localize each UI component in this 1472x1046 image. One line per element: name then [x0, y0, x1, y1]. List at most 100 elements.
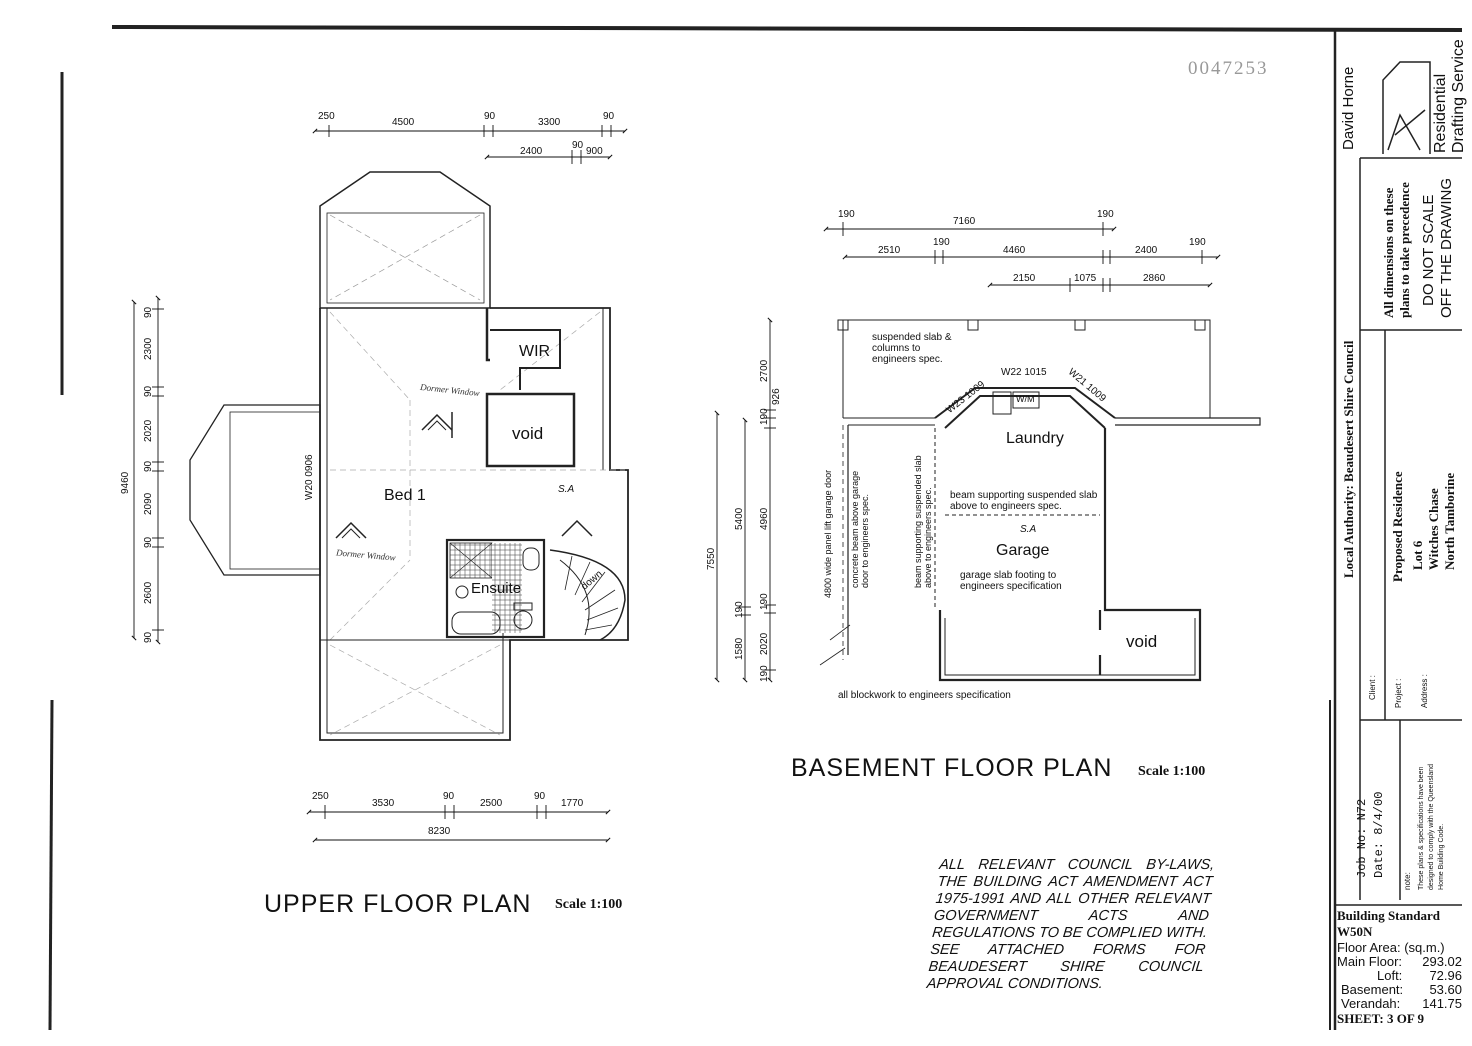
address-label: Address :: [1420, 674, 1429, 708]
do-not-scale-1: DO NOT SCALE: [1420, 194, 1437, 306]
base-dim-r2-4: 2400: [1135, 245, 1158, 256]
upper-dim-bottom-6: 1770: [561, 798, 584, 809]
base-dim-r2-3: 4460: [1003, 245, 1026, 256]
note-concrete-beam: concrete beam above garage door to engin…: [850, 470, 870, 588]
sheet-borders: [48, 25, 1463, 1031]
base-dim-r1-3: 190: [1097, 209, 1114, 220]
note-garage-door: 4800 wide panel lift garage door: [823, 469, 833, 598]
base-dim-inner-4: 4960: [759, 507, 770, 530]
note-garage-slab: garage slab footing to engineers specifi…: [960, 570, 1062, 592]
area-label: Main Floor:: [1337, 954, 1403, 969]
upper-dim-bottom-1: 250: [312, 791, 329, 802]
disclaimer-2: plans to take precedence: [1397, 182, 1412, 318]
room-ensuite: Ensuite: [471, 580, 522, 597]
code-note-label: note:: [1403, 872, 1412, 890]
do-not-scale-2: OFF THE DRAWING: [1438, 178, 1455, 318]
area-label: Verandah:: [1341, 996, 1401, 1011]
upper-dim-top-2: 4500: [392, 117, 415, 128]
note-beam-vertical: beam supporting suspended slab above to …: [913, 455, 933, 588]
base-dim-mid-1: 5400: [734, 507, 745, 530]
room-void-basement: void: [1126, 632, 1158, 651]
upper-dim-bottom-total: 8230: [428, 826, 451, 837]
upper-dim-top-3: 90: [484, 111, 496, 122]
upper-dim-bottom-2: 3530: [372, 798, 395, 809]
upper-dim-top-4: 3300: [538, 117, 561, 128]
area-row: Verandah: 141.75: [1337, 997, 1462, 1011]
note-suspended-slab: suspended slab & columns to engineers sp…: [872, 332, 952, 365]
basement-title: BASEMENT FLOOR PLAN: [791, 754, 1113, 782]
base-dim-r3-1: 2150: [1013, 273, 1036, 284]
floor-area-label: Floor Area: (sq.m.): [1337, 940, 1445, 955]
upper-dim-top2-3: 900: [586, 146, 603, 157]
room-bed-1: Bed 1: [384, 487, 426, 504]
area-label: Loft:: [1377, 968, 1403, 983]
base-dim-r3-2: 1075: [1074, 273, 1097, 284]
upper-dim-top2-2: 90: [572, 140, 584, 151]
address-line-1: Lot 6: [1410, 540, 1425, 570]
designer-name: David Horne: [1340, 66, 1357, 150]
area-value: 141.75: [1422, 996, 1462, 1011]
project-value: Proposed Residence: [1390, 471, 1405, 582]
address-line-3: North Tamborine: [1442, 472, 1457, 570]
job-number: Job No: N72: [1355, 798, 1369, 878]
room-laundry: Laundry: [1006, 430, 1064, 447]
area-value: 53.60: [1429, 982, 1462, 997]
upper-dim-left-3: 90: [143, 385, 154, 397]
base-dim-inner-2: 190: [759, 408, 770, 425]
area-row: Loft: 72.96: [1337, 969, 1462, 983]
client-label: Client :: [1368, 675, 1377, 700]
address-line-2: Witches Chase: [1426, 488, 1441, 570]
code-note-2: designed to comply with the Queensland: [1428, 763, 1435, 890]
room-garage: Garage: [996, 542, 1050, 559]
local-authority: Local Authority: Beaudesert Shire Counci…: [1341, 340, 1356, 578]
upper-dim-left-6: 2090: [143, 492, 154, 515]
upper-dim-left-8: 2600: [143, 581, 154, 604]
base-dim-mid-2: 190: [734, 601, 745, 618]
base-dim-inner-3: 926: [771, 388, 782, 405]
basement-scale: Scale 1:100: [1138, 764, 1206, 779]
upper-floor-scale: Scale 1:100: [555, 897, 623, 912]
base-dim-r2-5: 190: [1189, 237, 1206, 248]
upper-dim-bottom-5: 90: [534, 791, 546, 802]
upper-dim-left-1: 90: [143, 306, 154, 318]
room-wir: WIR: [519, 343, 551, 360]
base-dim-outer: 7550: [706, 547, 717, 570]
project-label: Project :: [1394, 678, 1403, 708]
council-compliance-note: ALL RELEVANT COUNCIL BY-LAWS, THE BUILDI…: [925, 857, 1216, 992]
note-blockwork: all blockwork to engineers specification: [838, 690, 1011, 701]
firm-name-2: Drafting Service: [1450, 39, 1467, 153]
disclaimer-1: All dimensions on these: [1381, 187, 1396, 318]
upper-dim-left-4: 2020: [143, 419, 154, 442]
base-dim-r2-2: 190: [933, 237, 950, 248]
base-dim-r3-3: 2860: [1143, 273, 1166, 284]
base-dim-r2-1: 2510: [878, 245, 901, 256]
base-dim-inner-6: 2020: [759, 632, 770, 655]
upper-floor-dimensions: [131, 125, 628, 843]
upper-dim-top2-1: 2400: [520, 146, 543, 157]
code-note-3: Home Building Code.: [1438, 823, 1445, 890]
upper-dim-left-9: 90: [143, 631, 154, 643]
sheet-number: SHEET: 3 OF 9: [1337, 1011, 1425, 1026]
document-stamp-number: 0047253: [1188, 58, 1269, 79]
standard-code: W50N: [1337, 924, 1373, 939]
room-void-upper: void: [512, 424, 544, 443]
upper-floor-plan: [189, 171, 629, 741]
upper-dim-left-7: 90: [143, 536, 154, 548]
washing-machine: W/M: [1016, 394, 1035, 404]
area-value: 72.96: [1429, 968, 1462, 983]
upper-dim-bottom-3: 90: [443, 791, 455, 802]
note-beam-slab: beam supporting suspended slab above to …: [950, 490, 1098, 512]
area-label: Basement:: [1341, 982, 1404, 997]
base-dim-inner-1: 2700: [759, 359, 770, 382]
base-dim-inner-7: 190: [759, 665, 770, 682]
basement-dimensions: [714, 222, 1221, 683]
area-value: 293.02: [1422, 954, 1462, 969]
upper-dim-top-5: 90: [603, 111, 615, 122]
upper-dim-left-total: 9460: [120, 471, 131, 494]
base-dim-inner-5: 190: [759, 593, 770, 610]
upper-dim-bottom-4: 2500: [480, 798, 503, 809]
smoke-alarm-basement: S.A: [1020, 524, 1037, 535]
code-note-1: These plans & specifications have been: [1418, 766, 1425, 890]
